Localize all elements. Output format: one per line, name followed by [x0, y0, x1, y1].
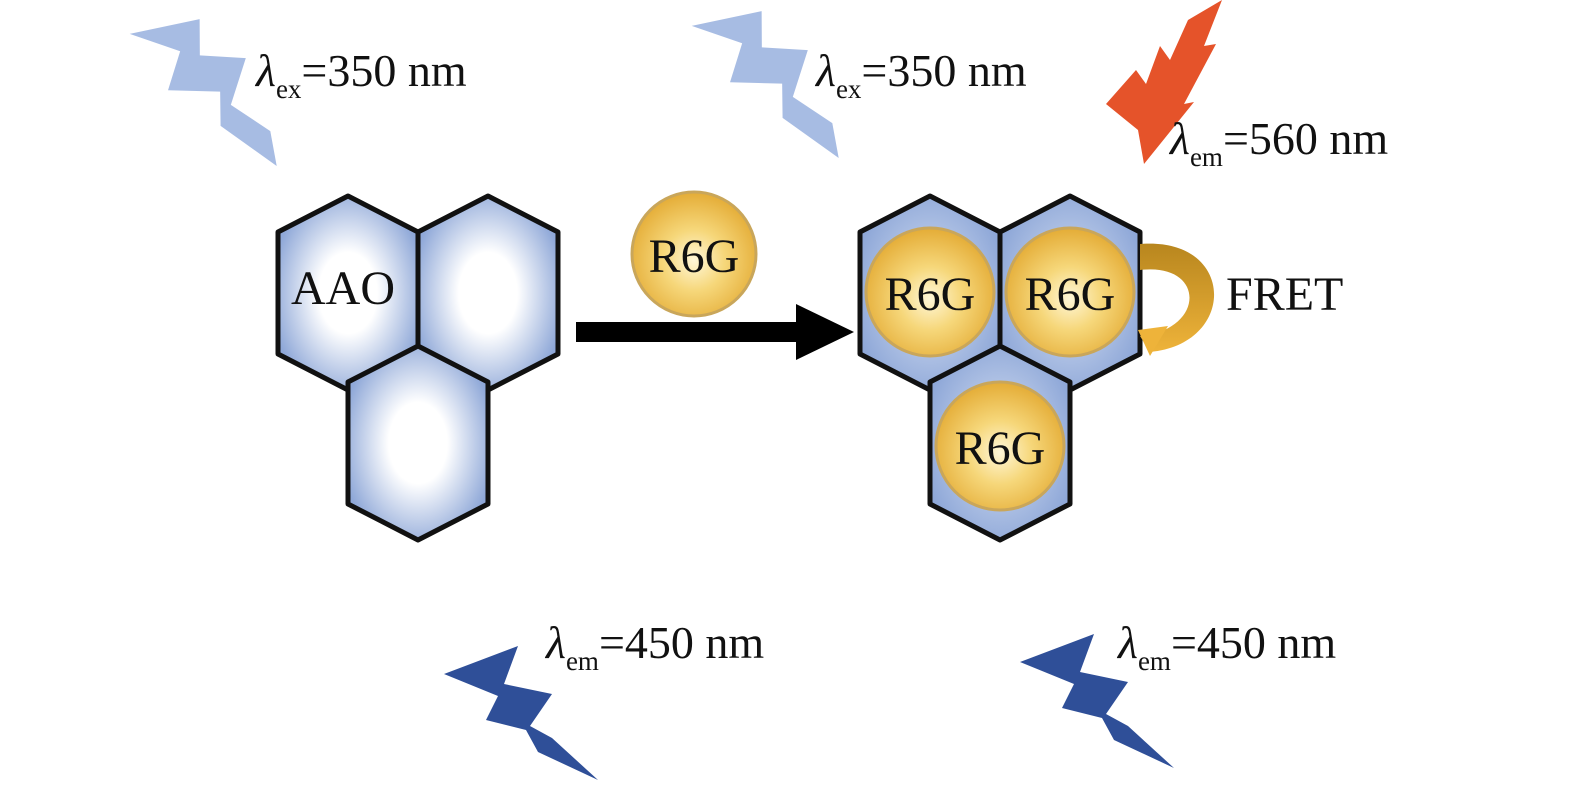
emission-label-right: λem=450 nm: [1116, 617, 1336, 676]
emission-label-red: λem=560 nm: [1168, 113, 1388, 172]
emission-label-left: λem=450 nm: [544, 617, 764, 676]
r6g-pore-label: R6G: [955, 422, 1046, 475]
fret-label: FRET: [1226, 268, 1343, 321]
r6g-pore-label: R6G: [1025, 268, 1116, 321]
excitation-label-right: λex=350 nm: [814, 45, 1027, 104]
r6g-in-pore: [934, 380, 1066, 512]
reaction-arrow-icon: [576, 304, 854, 360]
aao-label: AAO: [291, 262, 395, 315]
fret-curved-arrow-icon: [1138, 243, 1215, 356]
aao-empty-pores: AAO: [275, 193, 561, 543]
emission-bolt-left-icon: [444, 646, 598, 780]
emission-bolt-right-icon: [1020, 634, 1174, 768]
excitation-bolt-right-icon: [691, 11, 839, 158]
r6g-in-pore: [1004, 226, 1136, 358]
aao-filled-pores: R6G R6G R6G: [857, 193, 1143, 543]
r6g-free-label: R6G: [649, 230, 740, 283]
r6g-in-pore: [864, 226, 996, 358]
excitation-bolt-left-icon: [129, 19, 277, 166]
r6g-pore-label: R6G: [885, 268, 976, 321]
r6g-free-molecule: R6G: [630, 190, 758, 318]
aao-pore-hexagon: [345, 343, 491, 543]
emission-bolt-red-icon: [1106, 0, 1222, 164]
excitation-label-left: λex=350 nm: [254, 45, 467, 104]
